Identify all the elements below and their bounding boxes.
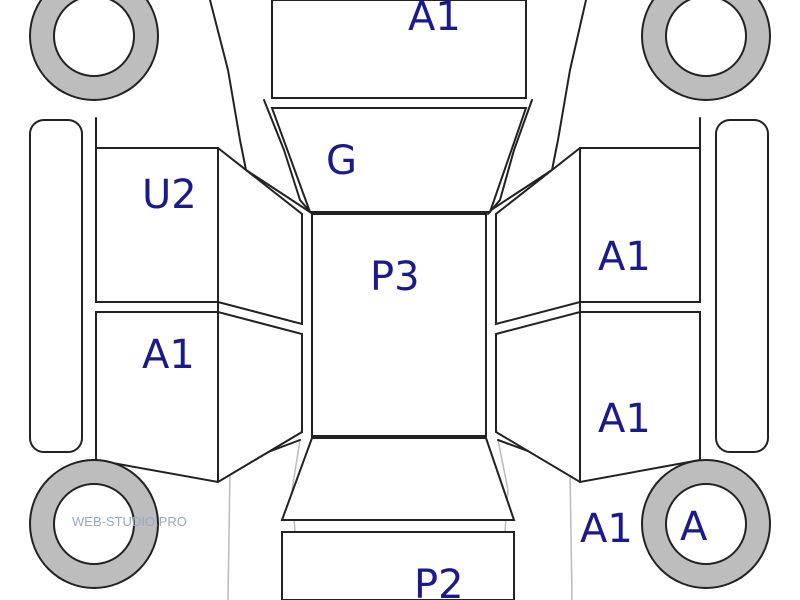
left-rear-door-label: A1 xyxy=(142,332,195,378)
windshield-panel[interactable] xyxy=(270,107,528,213)
left-front-door-label: U2 xyxy=(142,172,197,218)
right-front-door-label: A1 xyxy=(598,234,651,280)
wheel-front-right[interactable] xyxy=(641,0,771,101)
windshield-label: G xyxy=(326,138,357,184)
right-rear-quarter-label: A1 xyxy=(580,506,633,552)
watermark: WEB-STUDIO.PRO xyxy=(72,514,187,529)
roof-label: P3 xyxy=(370,254,420,300)
wheel-front-left[interactable] xyxy=(29,0,159,101)
wheel-rear-right[interactable] xyxy=(641,459,771,589)
trunk-panel[interactable] xyxy=(281,531,515,600)
right-sill[interactable] xyxy=(715,119,769,453)
wheel-rear-left[interactable] xyxy=(29,459,159,589)
right-rear-wheel-label: A xyxy=(680,504,708,550)
left-sill[interactable] xyxy=(29,119,83,453)
hood-panel[interactable] xyxy=(271,0,527,99)
roof-panel[interactable] xyxy=(311,213,487,437)
rear-window-panel[interactable] xyxy=(280,437,516,521)
trunk-label: P2 xyxy=(414,562,464,600)
left-front-door-panel[interactable] xyxy=(95,147,303,326)
left-rear-door-panel[interactable] xyxy=(95,311,303,484)
hood-label: A1 xyxy=(408,0,461,40)
right-rear-door-label: A1 xyxy=(598,396,651,442)
